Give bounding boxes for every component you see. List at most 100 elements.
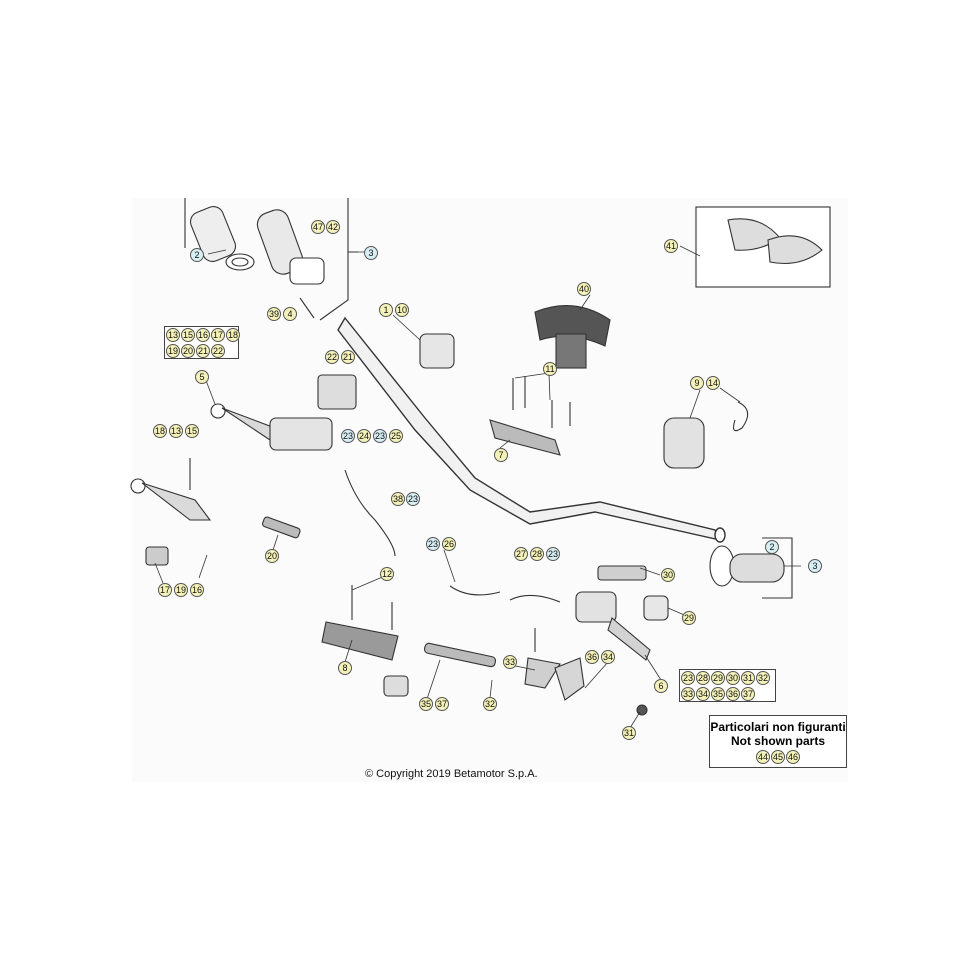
callout-3-right[interactable]: 3 [808,559,822,573]
spring-20 [262,516,301,539]
right-grip-bracket [762,537,793,599]
callout-2-left-grip[interactable]: 2 [190,248,204,262]
callout-12[interactable]: 12 [380,567,394,581]
callout-29[interactable]: 29 [682,611,696,625]
hose-28 [509,594,561,603]
not-shown-parts-box: Particolari non figuranti Not shown part… [709,715,847,768]
group-callout-21[interactable]: 21 [196,344,210,358]
group-callout-31[interactable]: 31 [741,671,755,685]
callout-25[interactable]: 25 [389,429,403,443]
callout-11[interactable]: 11 [543,362,557,376]
callout-33[interactable]: 33 [503,655,517,669]
gauge-40 [534,305,611,369]
callout-28[interactable]: 28 [530,547,544,561]
group-callout-30[interactable]: 30 [726,671,740,685]
callout-23-b[interactable]: 23 [373,429,387,443]
group-callout-35[interactable]: 35 [711,687,725,701]
lever-36 [554,657,585,701]
block-35 [383,675,409,697]
callout-24[interactable]: 24 [357,429,371,443]
callout-26[interactable]: 26 [442,537,456,551]
callout-5[interactable]: 5 [195,370,209,384]
callout-22[interactable]: 22 [325,350,339,364]
group-callout-22[interactable]: 22 [211,344,225,358]
not-shown-english: Not shown parts [730,734,825,748]
not-shown-callout-44[interactable]: 44 [756,750,770,764]
group-callout-37[interactable]: 37 [741,687,755,701]
callout-36[interactable]: 36 [585,650,599,664]
callout-21[interactable]: 21 [341,350,355,364]
callout-16[interactable]: 16 [190,583,204,597]
group-callout-18[interactable]: 18 [226,328,240,342]
wire-14 [733,401,749,432]
callout-37[interactable]: 37 [435,697,449,711]
callout-13[interactable]: 13 [169,424,183,438]
callout-39[interactable]: 39 [267,307,281,321]
bracket-17 [145,546,169,566]
bolts-11 [512,376,571,428]
callout-6[interactable]: 6 [654,679,668,693]
callout-4[interactable]: 4 [283,307,297,321]
callout-23-e[interactable]: 23 [546,547,560,561]
switch-9 [663,417,705,469]
callout-3-grip-set[interactable]: 3 [364,246,378,260]
handlebar [337,316,726,543]
group-callout-15[interactable]: 15 [181,328,195,342]
spring-37 [423,642,497,668]
callout-32[interactable]: 32 [483,697,497,711]
callout-35[interactable]: 35 [419,697,433,711]
callout-41[interactable]: 41 [664,239,678,253]
callout-14[interactable]: 14 [706,376,720,390]
callout-34[interactable]: 34 [601,650,615,664]
callout-31[interactable]: 31 [622,726,636,740]
callout-27[interactable]: 27 [514,547,528,561]
group-callout-33[interactable]: 33 [681,687,695,701]
hose-27 [449,585,501,596]
not-shown-callout-46[interactable]: 46 [786,750,800,764]
callout-20[interactable]: 20 [265,549,279,563]
callout-7[interactable]: 7 [494,448,508,462]
callout-8[interactable]: 8 [338,661,352,675]
callout-23-a[interactable]: 23 [341,429,355,443]
group-callout-13[interactable]: 13 [166,328,180,342]
group-callout-29[interactable]: 29 [711,671,725,685]
lever-33 [524,628,561,689]
callout-38[interactable]: 38 [391,492,405,506]
group-callout-34[interactable]: 34 [696,687,710,701]
callout-9[interactable]: 9 [690,376,704,390]
callout-1[interactable]: 1 [379,303,393,317]
callout-19[interactable]: 19 [174,583,188,597]
callout-47[interactable]: 47 [311,220,325,234]
left-grip [189,205,255,271]
group-callout-16[interactable]: 16 [196,328,210,342]
switch-10 [419,333,455,369]
group-callout-17[interactable]: 17 [211,328,225,342]
callout-2-right-grip[interactable]: 2 [765,540,779,554]
lever-assembly-5 [210,403,396,557]
callout-10[interactable]: 10 [395,303,409,317]
callout-42[interactable]: 42 [326,220,340,234]
group-callout-20[interactable]: 20 [181,344,195,358]
group-callout-28[interactable]: 28 [696,671,710,685]
callout-30[interactable]: 30 [661,568,675,582]
callout-40[interactable]: 40 [577,282,591,296]
group-callout-23[interactable]: 23 [681,671,695,685]
group-callout-19[interactable]: 19 [166,344,180,358]
callout-15[interactable]: 15 [185,424,199,438]
callout-23-c[interactable]: 23 [406,492,420,506]
lever-18 [130,458,212,521]
group-callout-36[interactable]: 36 [726,687,740,701]
cap-31 [636,704,648,716]
not-shown-callout-45[interactable]: 45 [771,750,785,764]
clamp-7 [489,419,561,456]
group-callout-32[interactable]: 32 [756,671,770,685]
clamp-8 [321,585,399,661]
callout-17[interactable]: 17 [158,583,172,597]
not-shown-italian: Particolari non figuranti [710,720,846,734]
callout-23-d[interactable]: 23 [426,537,440,551]
callout-18[interactable]: 18 [153,424,167,438]
